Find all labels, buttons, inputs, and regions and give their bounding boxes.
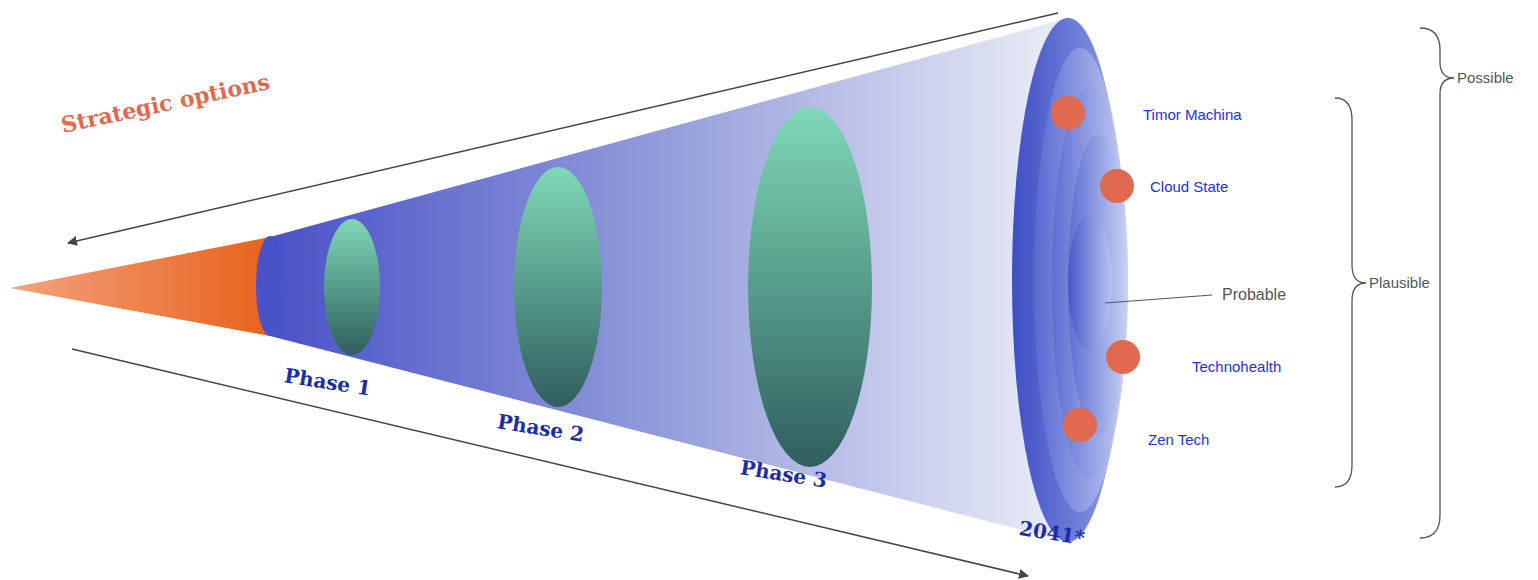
callout-label: Probable: [1222, 286, 1286, 304]
scenario-label: Cloud State: [1150, 179, 1228, 196]
bracket-label: Plausible: [1369, 275, 1430, 292]
scenario-label: Zen Tech: [1148, 432, 1209, 449]
scenario-label: Technohealth: [1192, 359, 1281, 376]
phase-label: Phase 1: [283, 364, 373, 399]
scenario-label: Timor Machina: [1143, 107, 1242, 124]
phase-label: Phase 2: [496, 410, 586, 445]
axis-label: Strategic options: [59, 69, 272, 137]
bracket-label: Possible: [1457, 70, 1514, 87]
